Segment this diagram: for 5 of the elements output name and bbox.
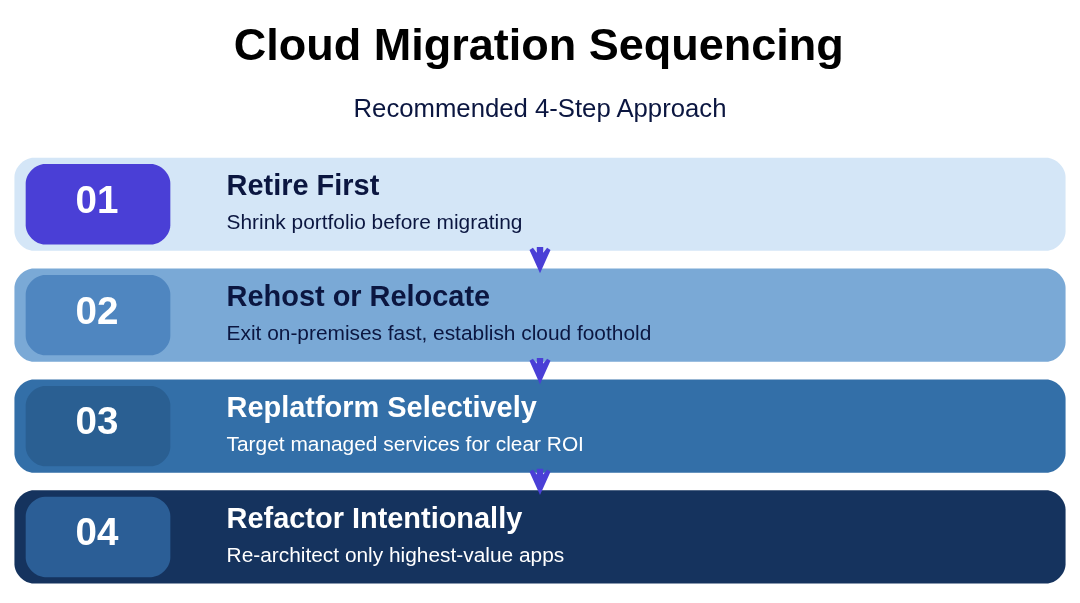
arrow [529, 357, 551, 382]
diagram-title: Cloud Migration Sequencing [233, 19, 844, 71]
label: Recommended 4-Step Approach [353, 94, 727, 123]
arrow [529, 468, 551, 493]
node-box: 04 Refactor Intentionally Re-architect only highest-value apps [14, 490, 1066, 584]
